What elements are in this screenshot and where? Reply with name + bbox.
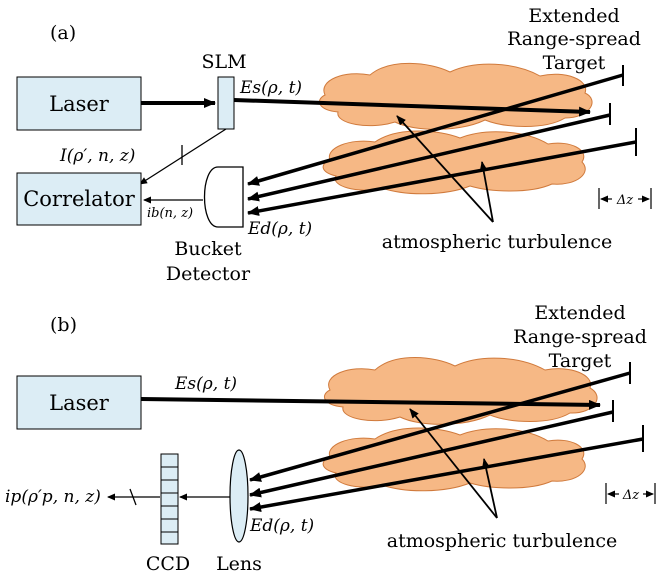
return-beam-1-a — [247, 73, 624, 186]
turbulence-pointer-1-a — [396, 115, 494, 223]
return-beam-2-b — [249, 410, 614, 498]
target-label-a-line3: Target — [543, 52, 606, 74]
bucket-label-line1: Bucket — [174, 238, 242, 260]
turbulence-label-b: atmospheric turbulence — [387, 530, 617, 552]
laser-box-b — [16, 375, 142, 430]
slm-beam-arrow — [233, 98, 591, 117]
target-label-b-line2: Range-spread — [513, 326, 647, 348]
ip-label: ip(ρ′p, n, z) — [5, 487, 101, 507]
turbulence-cloud-a — [318, 62, 593, 195]
return-beam-1-b — [249, 371, 631, 482]
panel-b-tag: (b) — [50, 314, 77, 336]
correlator-box — [16, 172, 142, 226]
laser-label: Laser — [49, 92, 110, 116]
correlator-label: Correlator — [23, 187, 136, 211]
lens-label: Lens — [216, 553, 262, 575]
return-beam-3-a — [247, 140, 637, 216]
ccd-output-tick — [129, 488, 137, 506]
turbulence-label-a: atmospheric turbulence — [382, 231, 612, 253]
lens-shape — [229, 449, 249, 543]
slm-label: SLM — [201, 51, 246, 73]
panel-b: (b) Laser Es(ρ, t) Ed(ρ, t) Lens — [5, 302, 656, 575]
bucket-detector-shape — [203, 166, 244, 228]
ed-label-a: Ed(ρ, t) — [247, 219, 312, 239]
panel-a: (a) Laser SLM Es(ρ, t) I(ρ′, n, z) Corre… — [16, 5, 652, 285]
return-beam-2-a — [247, 113, 611, 202]
return-beam-3-b — [249, 437, 644, 512]
target-label-b-line3: Target — [549, 350, 612, 372]
ccd-array — [160, 453, 179, 545]
dz-label-a: Δz — [616, 193, 633, 208]
panel-a-tag: (a) — [50, 22, 76, 44]
turbulence-pointer-2-b — [482, 458, 498, 519]
intensity-label: I(ρ′, n, z) — [59, 146, 135, 166]
turbulence-pointer-2-a — [479, 161, 494, 223]
slm-correlator-arrow — [139, 128, 227, 185]
bucket-label-line2: Detector — [166, 263, 251, 285]
ed-label-b: Ed(ρ, t) — [249, 516, 314, 536]
laser-box — [16, 76, 142, 131]
ib-label: ib(n, z) — [147, 206, 193, 221]
slm-box — [217, 76, 235, 130]
es-label-a: Es(ρ, t) — [239, 78, 302, 98]
dz-label-b: Δz — [622, 488, 639, 503]
target-label-a-line1: Extended — [528, 5, 619, 27]
turbulence-cloud-b — [322, 357, 598, 492]
target-label-a-line2: Range-spread — [507, 28, 641, 50]
es-label-b: Es(ρ, t) — [174, 374, 237, 394]
ccd-label: CCD — [146, 553, 190, 575]
laser-label-b: Laser — [49, 391, 110, 415]
target-label-b-line1: Extended — [534, 302, 625, 324]
turbulence-pointer-1-b — [409, 408, 498, 519]
